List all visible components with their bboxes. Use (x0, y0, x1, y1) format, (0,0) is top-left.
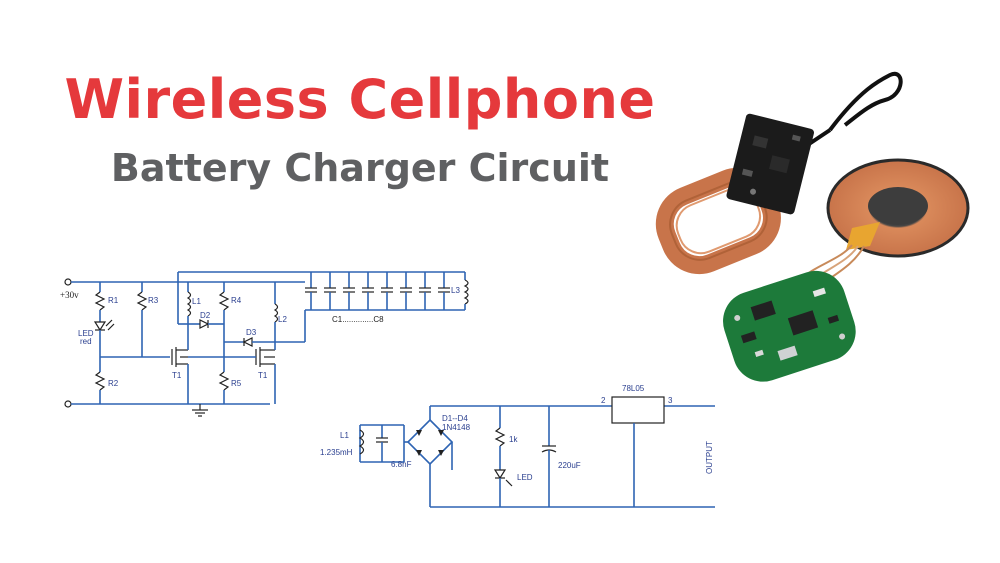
rx-l1-inductor (358, 429, 365, 455)
flex-cable (846, 222, 880, 250)
rx-cap2-label: 220uF (558, 461, 581, 470)
led-label: LED (78, 329, 94, 338)
t1-right-label: T1 (258, 371, 268, 380)
tank-capacitor (400, 272, 412, 310)
l2-label: L2 (278, 315, 287, 324)
r2-resistor (94, 371, 106, 391)
r1-label: R1 (108, 296, 119, 305)
r2-label: R2 (108, 379, 119, 388)
charger-module-illustration (655, 71, 970, 382)
regulator-label: 78L05 (622, 384, 645, 393)
regulator-78l05 (611, 396, 665, 424)
tank-capacitor (305, 272, 317, 310)
rx-diodes-label: D1--D4 (442, 414, 468, 423)
l3-inductor (463, 279, 469, 305)
t1-right-transistor (224, 342, 276, 404)
d3-diode (242, 337, 253, 347)
led-red (93, 321, 107, 332)
receiver-board (726, 113, 814, 215)
rx-diode-part: 1N4148 (442, 423, 471, 432)
ground-terminal (64, 400, 72, 408)
transmitter-schematic: +30v R1 LED red R2 R3 L1 D2 R4 D3 L2 T1 … (60, 271, 469, 417)
rx-cap-label: 6.8nF (391, 460, 412, 469)
l3-label: L3 (451, 286, 460, 295)
tank-capacitor (419, 272, 431, 310)
page-title: Wireless Cellphone (64, 68, 656, 131)
rx-led-label: LED (517, 473, 533, 482)
transmitter-pcb (723, 270, 856, 382)
r3-label: R3 (148, 296, 159, 305)
tank-capacitor (438, 272, 450, 310)
capacitors-label: C1..............C8 (332, 315, 384, 324)
r5-label: R5 (231, 379, 242, 388)
capacitor-bank (305, 272, 465, 311)
l2-inductor (273, 303, 279, 323)
l1-inductor (186, 291, 192, 317)
regulator-pin-out: 3 (668, 396, 673, 405)
receiver-schematic: L1 1.235mH 6.8nF D1--D4 1N4148 1k LED 22… (320, 384, 715, 508)
l1-label: L1 (192, 297, 201, 306)
r4-label: R4 (231, 296, 242, 305)
regulator-pin-in: 2 (601, 396, 606, 405)
d2-diode (199, 319, 210, 329)
supply-terminal (64, 278, 72, 286)
d3-label: D3 (246, 328, 257, 337)
r3-resistor (136, 291, 148, 311)
rx-l1-label: L1 (340, 431, 349, 440)
led-color-label: red (80, 337, 92, 346)
t1-left-transistor (171, 340, 189, 404)
tank-capacitor (324, 272, 336, 310)
r1-resistor (94, 291, 106, 311)
output-label: OUTPUT (705, 441, 714, 474)
tank-capacitor (381, 272, 393, 310)
cable-loop (828, 71, 903, 132)
rx-l1-value: 1.235mH (320, 448, 353, 457)
rx-resistor-label: 1k (509, 435, 518, 444)
tank-capacitor (343, 272, 355, 310)
supply-label: +30v (60, 290, 79, 300)
d2-label: D2 (200, 311, 211, 320)
r5-resistor (218, 371, 230, 391)
r4-resistor (218, 291, 230, 311)
rx-1k-resistor (494, 427, 506, 447)
page-subtitle: Battery Charger Circuit (110, 146, 610, 190)
rx-led (493, 469, 507, 480)
bridge-rectifier (406, 418, 454, 466)
tank-capacitor (362, 272, 374, 310)
t1-left-label: T1 (172, 371, 182, 380)
